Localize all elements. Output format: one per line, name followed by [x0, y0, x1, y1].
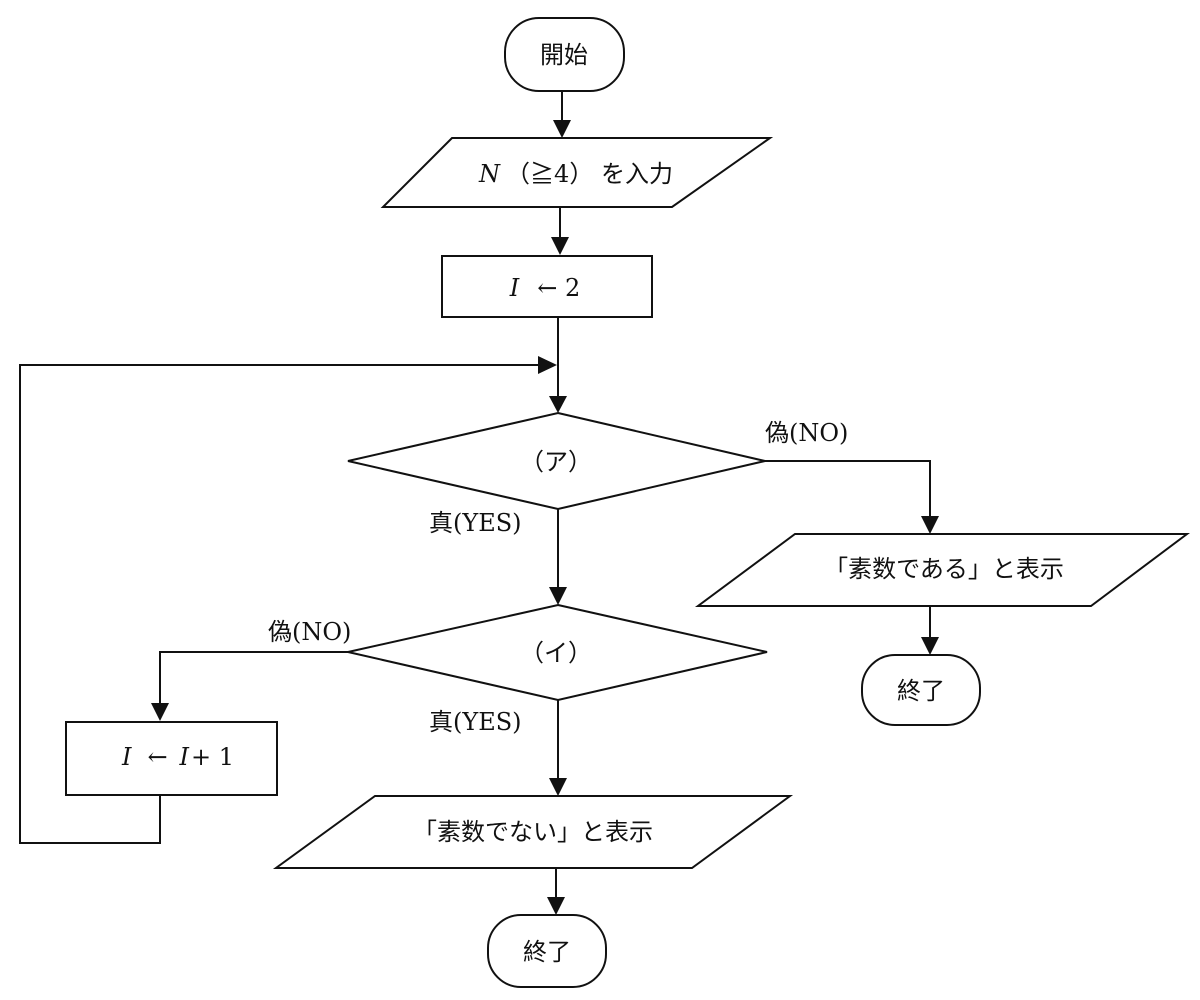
- edge-label-a-yes: 真(YES): [429, 509, 522, 537]
- decision-a-label: （ア）: [520, 448, 592, 476]
- edge-label-i-no: 偽(NO): [268, 618, 351, 646]
- end-terminator-right: [861, 654, 981, 726]
- input-parallelogram: [380, 137, 774, 208]
- arrowhead-loop: [538, 356, 557, 374]
- output-not-prime-label: 「素数でない」と表示: [413, 818, 653, 846]
- start-terminator: [504, 17, 625, 92]
- inc-var2: I: [179, 743, 190, 771]
- output-not-prime-parallelogram: [272, 795, 794, 869]
- edge-label-i-yes: 真(YES): [429, 708, 522, 736]
- output-prime-parallelogram: [694, 533, 1190, 607]
- init-process: [441, 255, 653, 318]
- init-rest: ← 2: [537, 274, 580, 302]
- arrowhead-init: [551, 237, 569, 255]
- edge-loop-back: [19, 364, 538, 844]
- start-label: 開始: [540, 41, 588, 69]
- arrowhead-out-prime: [921, 516, 939, 534]
- decision-i-label: （イ）: [520, 639, 592, 667]
- arrowhead-cond-i: [549, 587, 567, 605]
- inc-var: I: [121, 743, 132, 771]
- end-right-label: 終了: [897, 677, 945, 705]
- input-label: N（≧4） を入力: [478, 160, 673, 188]
- inc-arrow: ←: [147, 743, 167, 771]
- arrowhead-cond-a: [549, 396, 567, 413]
- init-var: I: [509, 274, 520, 302]
- edges: [19, 92, 939, 915]
- input-rest: （≧4） を入力: [506, 160, 673, 188]
- arrowhead-out-not-prime: [549, 778, 567, 796]
- arrowhead-inc: [151, 703, 169, 721]
- edge-label-group: 偽(NO) 真(YES) 偽(NO) 真(YES): [268, 419, 848, 736]
- end-bottom-label: 終了: [523, 938, 571, 966]
- decision-a: [347, 411, 766, 511]
- nodes: 開始 N（≧4） を入力 I← 2 （ア） （イ） I←I+ 1 「素数である」…: [65, 17, 1190, 988]
- increment-label: I←I+ 1: [121, 743, 234, 771]
- end-terminator-bottom: [487, 914, 607, 988]
- increment-process: [65, 721, 278, 796]
- input-var: N: [478, 160, 501, 188]
- arrowhead-end-right: [921, 637, 939, 655]
- edge-cond-a-no: [765, 460, 931, 516]
- decision-i: [347, 603, 768, 702]
- edge-cond-i-no: [159, 651, 348, 703]
- init-label: I ← 2: [509, 274, 581, 302]
- output-prime-label: 「素数である」と表示: [824, 555, 1064, 583]
- inc-rest: + 1: [191, 743, 234, 771]
- arrowhead-end-bottom: [547, 897, 565, 915]
- arrowhead-input: [553, 120, 571, 138]
- edge-label-a-no: 偽(NO): [765, 419, 848, 447]
